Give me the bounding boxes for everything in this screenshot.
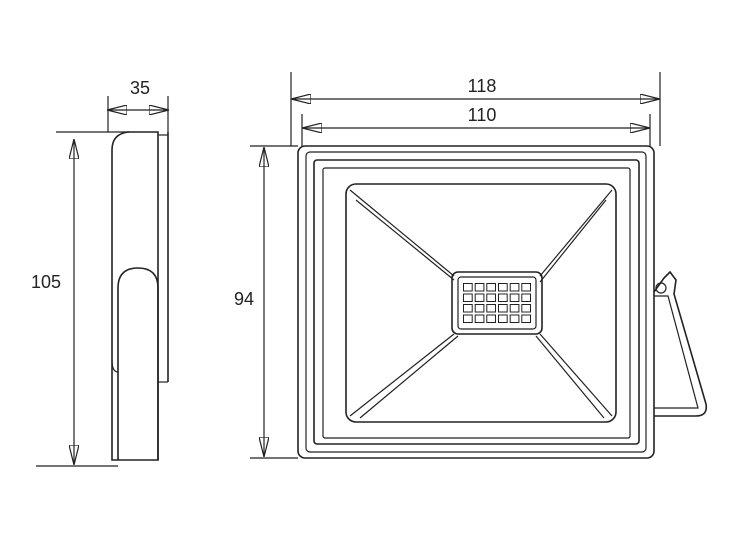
led-chip <box>463 304 473 313</box>
front-height-dimension-label: 94 <box>234 289 254 309</box>
bracket-bolt <box>655 282 667 294</box>
led-chip <box>463 314 473 323</box>
led-chip <box>521 314 531 323</box>
side-view: 35 105 <box>31 78 168 467</box>
led-chip <box>521 293 531 302</box>
led-chip <box>486 293 496 302</box>
led-chip <box>509 293 520 302</box>
led-chip <box>474 293 485 302</box>
led-chip <box>463 283 473 292</box>
housing-outer <box>297 145 655 459</box>
mounting-bracket <box>653 270 708 417</box>
led-chip <box>509 304 520 313</box>
led-module <box>451 271 543 335</box>
led-chip <box>498 304 508 313</box>
led-chip <box>498 293 508 302</box>
led-chip <box>486 283 496 292</box>
led-chip <box>498 283 508 292</box>
led-chip <box>463 293 473 302</box>
front-frame-outer <box>313 159 640 445</box>
side-height-dimension-label: 105 <box>31 272 61 292</box>
outer-width-dimension-label: 118 <box>468 76 497 96</box>
led-module-inner <box>457 276 537 330</box>
led-chip <box>486 314 496 323</box>
front-view: 118 110 94 <box>234 72 708 459</box>
led-chip <box>474 314 485 323</box>
housing-lip <box>305 151 647 453</box>
led-chip <box>509 283 520 292</box>
led-chip-grid <box>463 283 531 323</box>
led-chip <box>474 304 485 313</box>
led-chip <box>521 304 531 313</box>
depth-dimension-label: 35 <box>130 78 150 98</box>
led-chip <box>486 304 496 313</box>
led-chip <box>474 283 485 292</box>
front-frame-inner <box>322 167 631 439</box>
side-bracket <box>117 267 159 460</box>
led-chip <box>498 314 508 323</box>
reflector-lines <box>349 189 613 419</box>
glass-window <box>345 183 617 423</box>
side-body-outline <box>111 131 159 461</box>
inner-width-dimension-label: 110 <box>468 105 497 125</box>
led-chip <box>509 314 520 323</box>
led-chip <box>521 283 531 292</box>
